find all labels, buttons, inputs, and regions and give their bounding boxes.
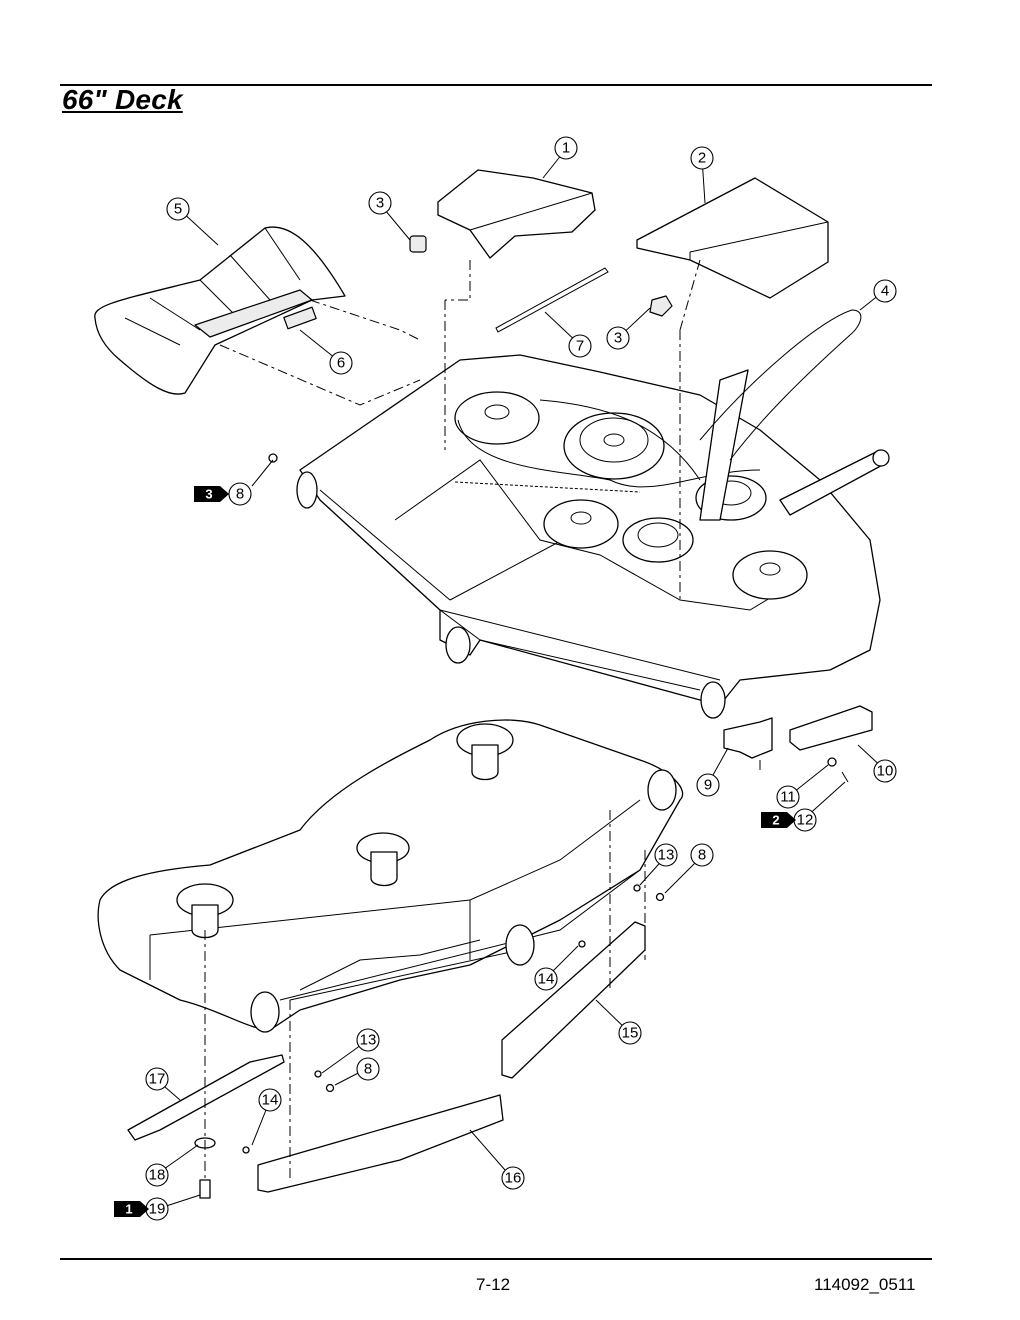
- callout-13-right: 13: [654, 843, 678, 867]
- callout-18: 18: [145, 1163, 169, 1187]
- svg-text:18: 18: [149, 1167, 166, 1184]
- svg-text:3: 3: [614, 330, 622, 347]
- callout-8-left: 8: [356, 1057, 380, 1081]
- callout-4: 4: [873, 279, 897, 303]
- svg-text:7: 7: [576, 338, 584, 355]
- callout-13-left: 13: [356, 1028, 380, 1052]
- callout-15: 15: [618, 1021, 642, 1045]
- svg-text:13: 13: [360, 1032, 377, 1049]
- callout-5: 5: [166, 197, 190, 221]
- top-rule: [60, 84, 932, 86]
- svg-text:8: 8: [698, 847, 706, 864]
- callout-3-right: 3: [606, 326, 630, 350]
- flag-3: 3: [194, 486, 229, 502]
- page-title: 66" Deck: [62, 84, 183, 115]
- svg-text:11: 11: [780, 789, 796, 806]
- svg-text:5: 5: [174, 201, 182, 218]
- callout-17: 17: [145, 1067, 169, 1091]
- svg-text:17: 17: [149, 1071, 166, 1088]
- callout-8-right: 8: [690, 843, 714, 867]
- svg-text:14: 14: [262, 1092, 279, 1109]
- callout-16: 16: [501, 1166, 525, 1190]
- svg-text:16: 16: [505, 1170, 522, 1187]
- callout-10: 10: [873, 759, 897, 783]
- flag-2: 2: [761, 812, 796, 828]
- svg-text:15: 15: [622, 1025, 639, 1042]
- svg-text:1: 1: [125, 1202, 132, 1217]
- knob-left: [409, 235, 427, 253]
- document-number: 114092_0511: [814, 1275, 916, 1294]
- belt-cover-right: [636, 177, 829, 299]
- bottom-rule: [60, 1258, 932, 1260]
- svg-text:9: 9: [704, 777, 712, 794]
- svg-text:19: 19: [149, 1201, 166, 1218]
- svg-text:8: 8: [364, 1061, 372, 1078]
- svg-text:4: 4: [881, 283, 889, 300]
- mounting-plate: [789, 705, 873, 751]
- callout-8-top: 8: [228, 482, 252, 506]
- svg-text:1: 1: [562, 140, 570, 157]
- callout-7: 7: [568, 334, 592, 358]
- callout-1: 1: [554, 136, 578, 160]
- callout-3-left: 3: [368, 191, 392, 215]
- svg-text:3: 3: [205, 487, 212, 502]
- bolt: [199, 1179, 211, 1199]
- rod: [495, 267, 609, 333]
- baffle-front: [257, 1094, 504, 1193]
- page-number: 7-12: [476, 1275, 511, 1294]
- flag-1: 1: [114, 1201, 149, 1217]
- svg-text:3: 3: [376, 195, 384, 212]
- blade: [127, 1054, 285, 1141]
- svg-text:2: 2: [698, 150, 706, 167]
- deck-top-view: [296, 309, 890, 719]
- svg-text:2: 2: [772, 813, 779, 828]
- svg-text:14: 14: [538, 971, 555, 988]
- callout-14-left: 14: [258, 1088, 282, 1112]
- callout-2: 2: [690, 146, 714, 170]
- bracket: [723, 717, 773, 759]
- knob-right: [649, 295, 673, 317]
- svg-text:12: 12: [797, 812, 814, 829]
- deck-underside-view: [97, 719, 684, 1033]
- callout-19: 19: [145, 1197, 169, 1221]
- callout-12: 12: [793, 808, 817, 832]
- callout-11: 11: [776, 785, 800, 809]
- callout-14-right: 14: [534, 967, 558, 991]
- callout-9: 9: [696, 773, 720, 797]
- callout-6: 6: [329, 351, 353, 375]
- belt-cover-left: [437, 169, 596, 259]
- svg-text:13: 13: [658, 847, 675, 864]
- discharge-chute: [94, 226, 346, 395]
- svg-text:8: 8: [236, 486, 244, 503]
- svg-text:10: 10: [877, 763, 894, 780]
- svg-text:6: 6: [337, 355, 345, 372]
